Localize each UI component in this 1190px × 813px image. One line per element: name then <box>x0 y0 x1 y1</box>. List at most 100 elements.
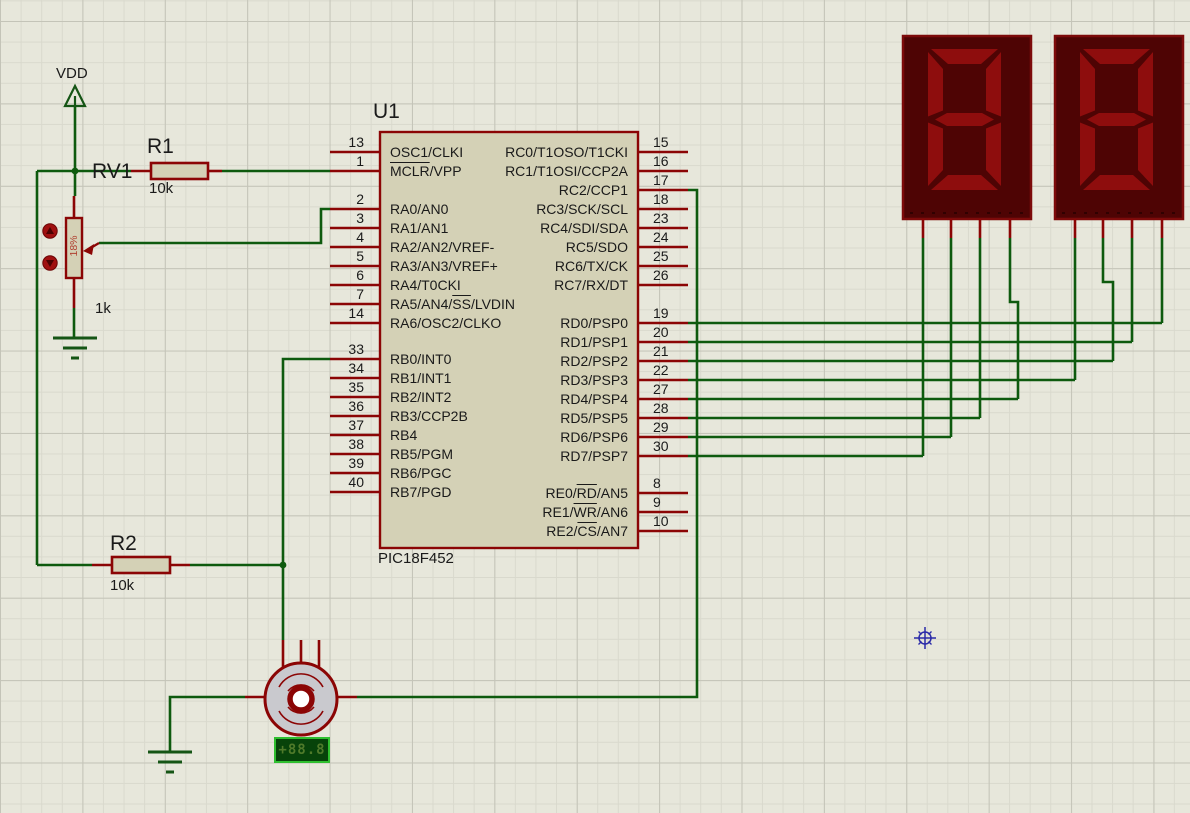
pin-number-24: 24 <box>653 230 685 244</box>
pin-number-35: 35 <box>332 380 364 394</box>
pin-number-37: 37 <box>332 418 364 432</box>
motor-brush-arc <box>287 706 315 714</box>
pin-label-overline: RD <box>576 485 597 501</box>
motor-speed-readout: +88.8 <box>274 737 330 763</box>
pin-label-text: 36 <box>348 398 364 414</box>
wire-rd4-riser[interactable] <box>1008 238 1020 399</box>
pin-label-text: 9 <box>653 494 661 510</box>
pin-label-right: RC5/SDO <box>408 240 628 254</box>
pin-label-text: 15 <box>653 134 669 150</box>
motor-speed-value: +88.8 <box>278 742 326 758</box>
pin-label-overline: SS <box>452 296 471 312</box>
pin-number-17: 17 <box>653 173 685 187</box>
motor-shaft <box>287 685 315 713</box>
pin-label-right: RC4/SDI/SDA <box>408 221 628 235</box>
pin-label-text: 25 <box>653 248 669 264</box>
pin-label-text: RA6/OSC2/CLKO <box>390 315 502 331</box>
pin-label-text: RC1/T1OSI/CCP2A <box>505 163 628 179</box>
wire-rb0-to-motor[interactable] <box>281 357 330 640</box>
wire-motor-to-ground[interactable] <box>168 695 245 752</box>
pin-label-text: 5 <box>356 248 364 264</box>
pin-label-right: RC7/RX/DT <box>408 278 628 292</box>
pin-label-text: RC6/TX/CK <box>554 258 628 274</box>
pin-label-text: RB7/PGD <box>390 484 452 500</box>
pin-label-text: RE1/ <box>542 504 574 520</box>
pin-label-text: 34 <box>348 360 364 376</box>
pin-label-left: RA4/T0CKI <box>390 278 461 292</box>
pin-label-right: RC0/T1OSO/T1CKI <box>408 145 628 159</box>
resistor-r2-body[interactable] <box>110 555 172 575</box>
pot-increment-button-arrow-icon <box>46 227 54 234</box>
pin-number-27: 27 <box>653 382 685 396</box>
pin-label-text: RD4/PSP4 <box>560 391 628 407</box>
wire-wiper-to-ra0[interactable] <box>99 207 330 245</box>
potentiometer-rv1-body[interactable] <box>64 216 84 280</box>
pin-label-right: RD4/PSP4 <box>408 392 628 406</box>
pin-label-text: 26 <box>653 267 669 283</box>
resistor-r1-body[interactable] <box>149 161 210 181</box>
pin-label-text: 38 <box>348 436 364 452</box>
pin-number-21: 21 <box>653 344 685 358</box>
pin-label-text: RE2/ <box>546 523 578 539</box>
pin-label-text: 10 <box>653 513 669 529</box>
pin-label-text: 22 <box>653 362 669 378</box>
resistor2-value-label: 10k <box>110 577 135 594</box>
wire-ccp1-to-motor[interactable] <box>357 188 699 699</box>
motor-brush-arc <box>287 684 315 692</box>
pin-number-18: 18 <box>653 192 685 206</box>
pin-label-text: 13 <box>348 134 364 150</box>
pin-label-text: RA4/T0CKI <box>390 277 461 293</box>
pin-label-text: RC5/SDO <box>565 239 628 255</box>
pin-number-9: 9 <box>653 495 685 509</box>
resistor1-ref-label: R1 <box>147 135 174 158</box>
pin-label-text: 33 <box>348 341 364 357</box>
pin-number-40: 40 <box>332 475 364 489</box>
pin-label-text: 3 <box>356 210 364 226</box>
pin-number-36: 36 <box>332 399 364 413</box>
resistor2-ref-label: R2 <box>110 532 137 555</box>
pin-label-text: 30 <box>653 438 669 454</box>
pin-label-right: RD3/PSP3 <box>408 373 628 387</box>
pin-number-8: 8 <box>653 476 685 490</box>
seven-seg-display-2-segment <box>1138 52 1153 117</box>
pin-number-39: 39 <box>332 456 364 470</box>
pin-label-left: RA5/AN4/SS/LVDIN <box>390 297 515 311</box>
pin-number-6: 6 <box>332 268 364 282</box>
pin-label-text: RE0/ <box>545 485 577 501</box>
pin-label-text: RC2/CCP1 <box>558 182 628 198</box>
chip-body-pic18f452[interactable] <box>378 130 640 550</box>
pin-label-right: RD1/PSP1 <box>408 335 628 349</box>
pin-label-overline: CS <box>577 523 597 539</box>
pin-label-left: RA1/AN1 <box>390 221 448 235</box>
pin-label-text: /AN6 <box>596 504 628 520</box>
pin-label-text: 4 <box>356 229 364 245</box>
pin-label-left: RB0/INT0 <box>390 352 451 366</box>
pin-label-right: RD7/PSP7 <box>408 449 628 463</box>
pin-number-25: 25 <box>653 249 685 263</box>
pin-label-text: 37 <box>348 417 364 433</box>
pin-label-text: RB2/INT2 <box>390 389 452 405</box>
pin-label-text: /VPP <box>429 163 462 179</box>
pin-label-text: 24 <box>653 229 669 245</box>
potentiometer-percent-label: 18% <box>68 235 80 257</box>
pin-label-text: 35 <box>348 379 364 395</box>
chip-part-label: PIC18F452 <box>378 550 454 567</box>
pin-label-left: RB5/PGM <box>390 447 453 461</box>
pin-label-text: 2 <box>356 191 364 207</box>
pin-label-text: 1 <box>356 153 364 169</box>
pin-label-left: MCLR/VPP <box>390 164 462 178</box>
pin-label-text: RA1/AN1 <box>390 220 449 236</box>
pin-label-text: RD3/PSP3 <box>560 372 628 388</box>
vdd-label: VDD <box>56 65 88 82</box>
pin-label-text: 6 <box>356 267 364 283</box>
pin-label-text: RD1/PSP1 <box>560 334 628 350</box>
seven-seg-display-2-segment <box>1083 49 1150 64</box>
wire-rd2-riser[interactable] <box>1101 238 1115 361</box>
origin-marker-icon <box>928 631 932 635</box>
pin-label-left: RA0/AN0 <box>390 202 448 216</box>
origin-marker-icon <box>918 641 922 645</box>
pin-number-38: 38 <box>332 437 364 451</box>
seven-seg-display-1-segment <box>986 122 1001 186</box>
